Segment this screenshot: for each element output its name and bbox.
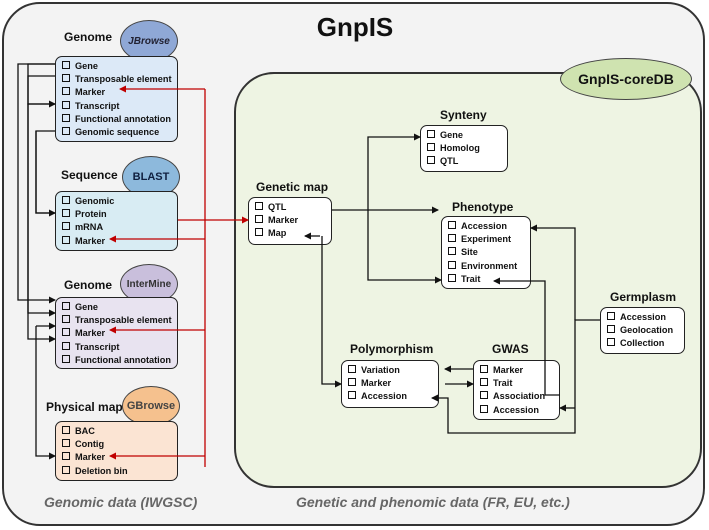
genome-intermine-title: Genome [64,278,113,292]
list-item: Trait [448,273,530,286]
list-item: Marker [348,377,438,390]
list-item: Functional annotation [62,354,177,367]
list-item: Experiment [448,233,530,246]
list-item: Geolocation [607,324,684,337]
list-item: BAC [62,425,177,438]
page-title: GnpIS [316,12,394,42]
list-item: Marker [62,327,177,340]
genome-jbrowse-box: Gene Transposable element Marker Transcr… [55,56,178,142]
footer-genetic-phenomic-data: Genetic and phenomic data (FR, EU, etc.) [296,494,570,510]
list-item: Accession [607,311,684,324]
polymorphism-title: Polymorphism [350,342,434,356]
list-item: Functional annotation [62,113,177,126]
list-item: Gene [427,129,507,142]
list-item: QTL [255,201,331,214]
synteny-box: Gene Homolog QTL [420,125,508,172]
list-item: Site [448,246,530,259]
gwas-box: Marker Trait Association Accession [473,360,560,420]
genome-intermine-box: Gene Transposable element Marker Transcr… [55,297,178,369]
list-item: Gene [62,60,177,73]
phenotype-box: Accession Experiment Site Environment Tr… [441,216,531,289]
list-item: Accession [348,390,438,403]
list-item: Marker [62,86,177,99]
list-item: Transposable element [62,314,177,327]
list-item: Accession [480,404,559,417]
list-item: Map [255,227,331,240]
list-item: QTL [427,155,507,168]
physical-map-box: BAC Contig Marker Deletion bin [55,421,178,481]
genome-jbrowse-title: Genome [64,30,113,44]
genetic-map-title: Genetic map [256,180,329,194]
coredb-title: GnpIS-coreDB [578,71,674,87]
list-item: Genomic [62,195,177,208]
list-item: Trait [480,377,559,390]
sequence-box: Genomic Protein mRNA Marker [55,191,178,251]
phenotype-title: Phenotype [452,200,514,214]
list-item: Collection [607,337,684,350]
list-item: Gene [62,301,177,314]
coredb-badge: GnpIS-coreDB [560,58,692,100]
list-item: Protein [62,208,177,221]
list-item: Genomic sequence [62,126,177,139]
sequence-title: Sequence [61,168,118,182]
genetic-map-box: QTL Marker Map [248,197,332,245]
gwas-title: GWAS [492,342,529,356]
list-item: Marker [62,451,177,464]
germplasm-title: Germplasm [610,290,677,304]
gbrowse-logo: GBrowse [122,386,180,426]
list-item: Transcript [62,341,177,354]
list-item: mRNA [62,221,177,234]
list-item: Marker [480,364,559,377]
list-item: Homolog [427,142,507,155]
physical-map-title: Physical map [46,400,123,414]
list-item: Marker [255,214,331,227]
list-item: Association [480,390,559,403]
list-item: Environment [448,260,530,273]
list-item: Accession [448,220,530,233]
list-item: Marker [62,235,177,248]
synteny-title: Synteny [440,108,487,122]
list-item: Deletion bin [62,465,177,478]
germplasm-box: Accession Geolocation Collection [600,307,685,354]
footer-genomic-data: Genomic data (IWGSC) [44,494,198,510]
list-item: Variation [348,364,438,377]
list-item: Transposable element [62,73,177,86]
list-item: Contig [62,438,177,451]
polymorphism-box: Variation Marker Accession [341,360,439,408]
list-item: Transcript [62,100,177,113]
